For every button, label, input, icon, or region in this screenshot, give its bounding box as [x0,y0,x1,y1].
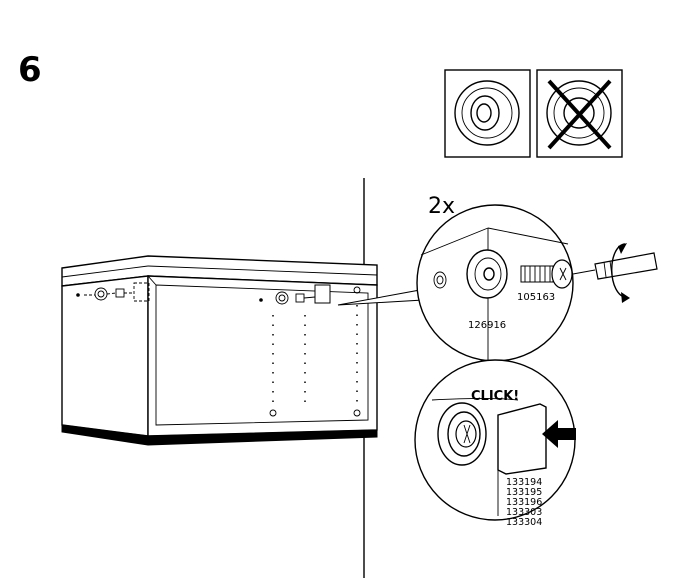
cover-part-number: 133196 [506,497,542,508]
cover-part-number: 133304 [506,517,542,528]
screwdriver-icon [572,243,658,303]
quantity-label: 2x [428,194,455,219]
cover-part-numbers: 133194 133195 133196 133303 133304 [506,477,542,528]
cover-part-number: 133195 [506,487,542,498]
wall-cabinet [61,255,378,446]
detail-circle-top [416,204,574,362]
click-label: CLICK! [471,389,519,404]
washer-incorrect-icon [536,69,623,158]
detail-circle-bottom [414,359,576,521]
cover-part-number: 133303 [506,507,542,518]
step-number: 6 [18,50,42,90]
cover-part-number: 133194 [506,477,542,488]
screw-part-number: 105163 [517,292,555,303]
washer-part-number: 126916 [468,320,506,331]
washer-correct-icon [444,69,531,158]
